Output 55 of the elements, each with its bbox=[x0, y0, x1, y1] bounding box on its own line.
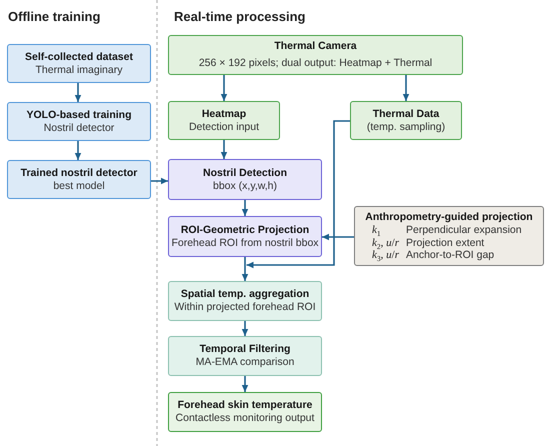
arrow bbox=[220, 140, 228, 159]
step-title: Heatmap bbox=[202, 108, 246, 120]
parameter-description: Perpendicular expansion bbox=[406, 224, 522, 236]
step-description: best model bbox=[53, 180, 105, 192]
process-box bbox=[168, 35, 463, 75]
arrow bbox=[220, 75, 228, 101]
arrow bbox=[74, 83, 82, 102]
process-box bbox=[168, 392, 322, 432]
step-title: Spatial temp. aggregation bbox=[180, 288, 310, 301]
process-box bbox=[7, 102, 151, 141]
arrow bbox=[246, 120, 350, 268]
step-description: bbox (x,y,w,h) bbox=[213, 180, 277, 192]
parameter-description: Projection extent bbox=[406, 236, 484, 249]
step-title: Nostril Detection bbox=[202, 166, 287, 180]
arrow bbox=[242, 321, 248, 336]
section-heading: Offline training bbox=[8, 9, 100, 24]
panel-title: Anthropometry-guided projection bbox=[365, 211, 533, 224]
step-description: Within projected forehead ROI bbox=[174, 301, 316, 314]
section-heading: Real-time processing bbox=[174, 9, 306, 24]
arrow bbox=[242, 257, 248, 281]
step-description: MA-EMA comparison bbox=[196, 356, 294, 369]
process-box bbox=[168, 216, 322, 257]
arrow bbox=[242, 200, 248, 216]
arrow bbox=[322, 234, 354, 240]
step-description: (temp. sampling) bbox=[366, 120, 446, 134]
process-box bbox=[168, 281, 322, 321]
step-description: Detection input bbox=[188, 120, 260, 134]
step-title: Thermal Data bbox=[372, 108, 440, 120]
process-box bbox=[7, 44, 151, 83]
arrow bbox=[402, 75, 410, 101]
step-title: ROI-Geometric Projection bbox=[180, 224, 310, 236]
step-description: 256 × 192 pixels; dual output: Heatmap + Thermal bbox=[198, 57, 432, 70]
step-title: Temporal Filtering bbox=[200, 343, 290, 356]
step-title: Trained nostril detector bbox=[20, 166, 138, 180]
parameter-symbol: k$_{3}$, u/r bbox=[372, 249, 399, 262]
arrow bbox=[151, 178, 168, 184]
step-title: YOLO-based training bbox=[26, 108, 132, 122]
step-title: Self-collected dataset bbox=[25, 50, 133, 64]
parameter-symbol: k$_{1}$ bbox=[372, 224, 381, 236]
process-box bbox=[168, 159, 322, 200]
arrow bbox=[74, 141, 82, 160]
process-box bbox=[350, 101, 462, 140]
step-description: Contactless monitoring output bbox=[176, 412, 314, 425]
arrow bbox=[242, 376, 248, 392]
parameter-panel bbox=[354, 206, 544, 266]
step-description: Forehead ROI from nostril bbox bbox=[171, 236, 319, 250]
parameter-description: Anchor-to-ROI gap bbox=[406, 249, 494, 262]
process-box bbox=[168, 336, 322, 376]
step-description: Thermal imaginary bbox=[36, 64, 122, 76]
step-title: Forehead skin temperature bbox=[178, 399, 312, 412]
parameter-symbol: k$_{2}$, u/r bbox=[372, 236, 399, 249]
process-box bbox=[7, 160, 151, 199]
step-description: Nostril detector bbox=[44, 122, 114, 134]
step-title: Thermal Camera bbox=[274, 40, 357, 53]
process-box bbox=[168, 101, 280, 140]
